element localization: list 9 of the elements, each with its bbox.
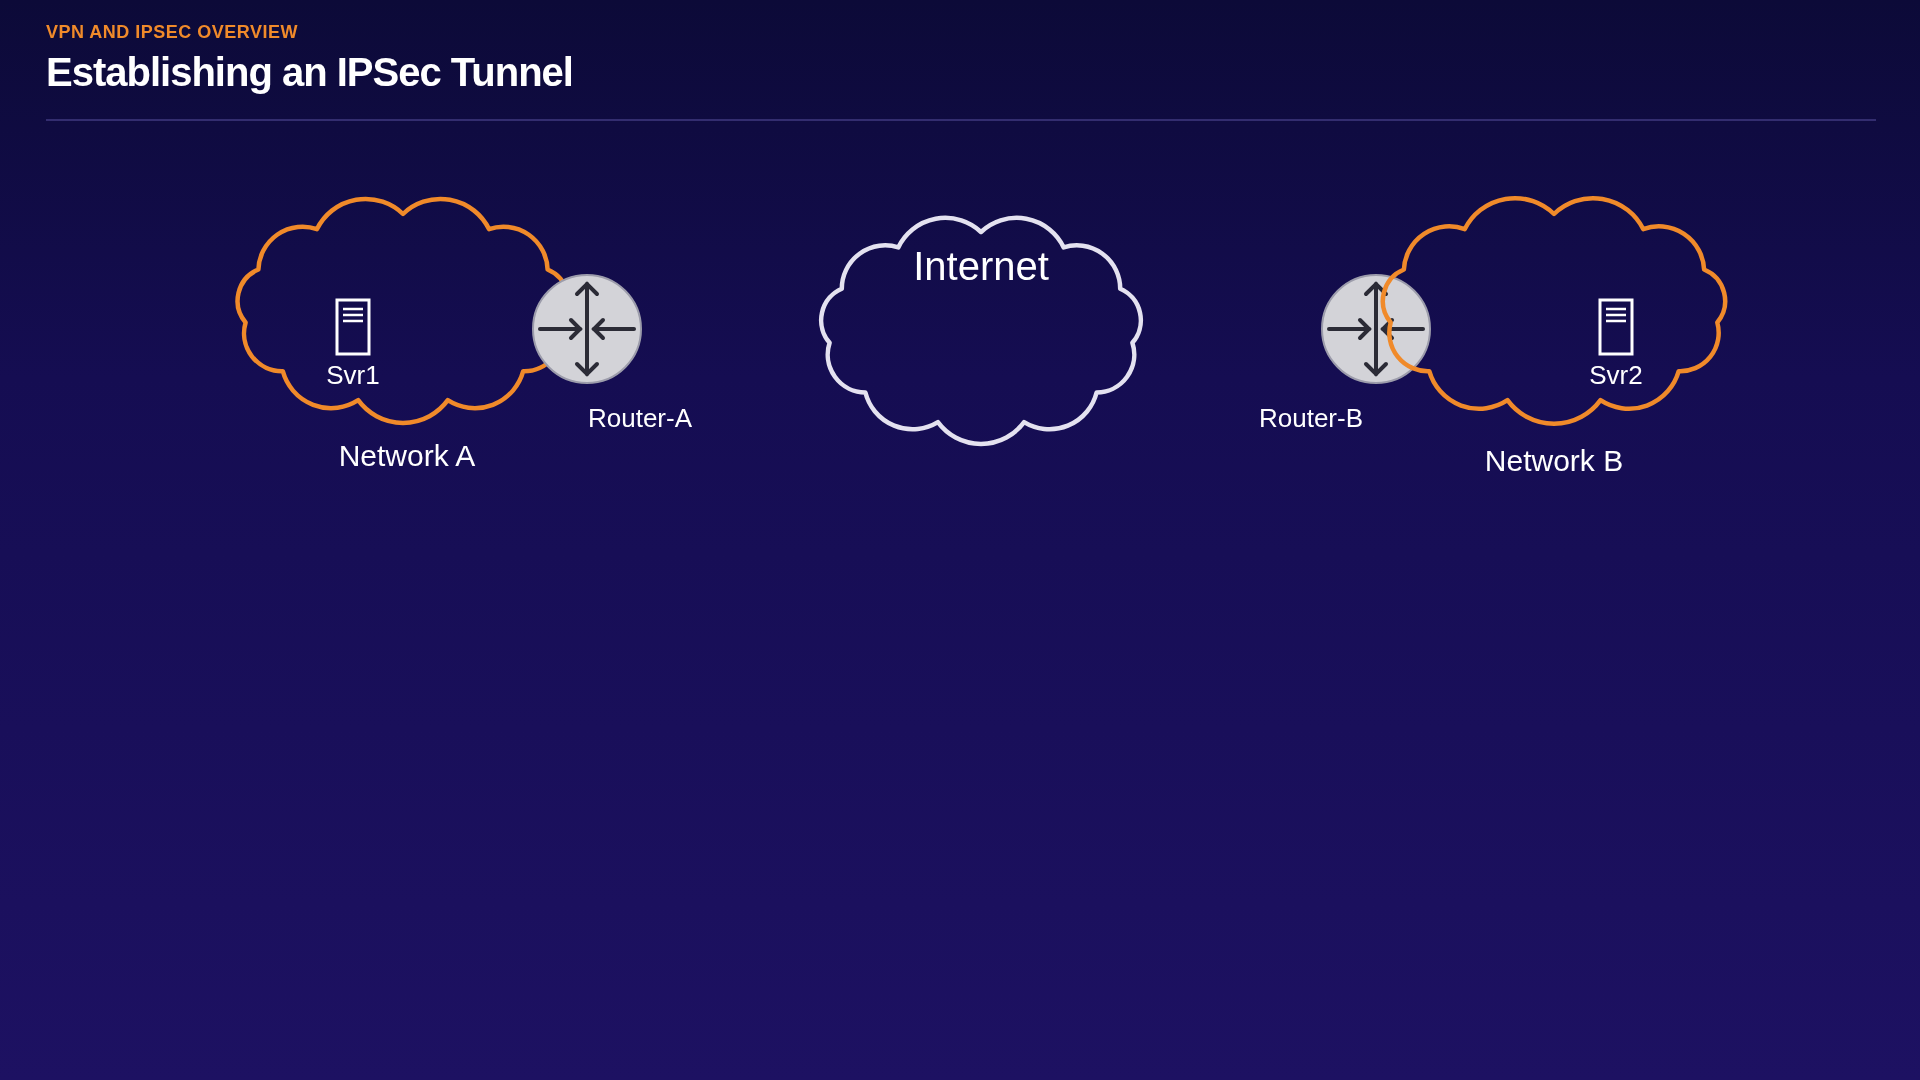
router-label: Router-A: [586, 403, 693, 434]
cloud-label: Internet: [912, 244, 1050, 289]
server-label: Svr2: [1588, 360, 1644, 391]
cloud-label: Network A: [337, 439, 477, 473]
server-label: Svr1: [325, 360, 381, 391]
router-label: Router-B: [1257, 403, 1364, 434]
cloud-label: Network B: [1483, 444, 1625, 478]
section-kicker: VPN AND IPSEC OVERVIEW: [46, 22, 299, 43]
slide-title: Establishing an IPSec Tunnel: [46, 50, 573, 95]
